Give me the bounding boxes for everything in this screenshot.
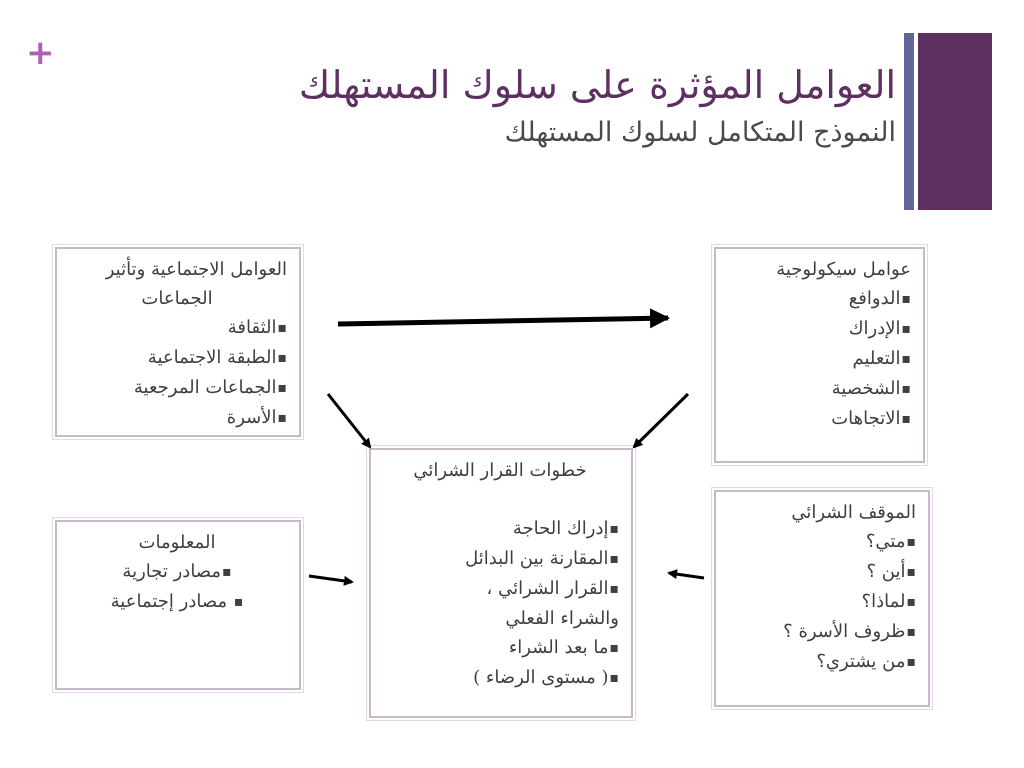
purchase-situation-item: أين ؟ — [726, 557, 916, 587]
decision-step-continuation: والشراء الفعلي — [505, 608, 619, 629]
purchase-situation-heading: الموقف الشرائي — [791, 502, 916, 523]
accent-bar-thin — [904, 33, 914, 210]
arrow-social-to-psych — [337, 308, 670, 329]
slide-title: العوامل المؤثرة على سلوك المستهلك — [298, 63, 896, 107]
psychological-factor-item: الإدراك — [726, 314, 911, 344]
plus-icon: + — [26, 33, 55, 73]
psychological-factor-item: الشخصية — [726, 374, 911, 404]
purchase-situation-item: متي؟ — [726, 527, 916, 557]
information-item: مصادر تجارية — [67, 557, 287, 587]
arrow-psych-to-decision — [632, 392, 690, 449]
social-factor-item: الجماعات المرجعية — [67, 373, 287, 403]
social-factors-heading-line1: العوامل الاجتماعية وتأثير — [105, 259, 287, 280]
information-box: المعلومات مصادر تجارية مصادر إجتماعية — [52, 517, 304, 693]
decision-step-item: القرار الشرائي ، — [381, 574, 619, 604]
decision-step-item: ما بعد الشراء — [381, 633, 619, 663]
psychological-factor-item: الدوافع — [726, 284, 911, 314]
purchase-situation-item: لماذا؟ — [726, 587, 916, 617]
accent-bar-thick — [918, 33, 992, 210]
psychological-factors-box: عوامل سيكولوجية الدوافع الإدراك التعليم … — [711, 244, 928, 466]
purchase-situation-item: من يشتري؟ — [726, 647, 916, 677]
decision-step-item: إدراك الحاجة — [381, 514, 619, 544]
purchase-situation-box: الموقف الشرائي متي؟ أين ؟ لماذا؟ ظروف ال… — [711, 487, 933, 710]
social-factor-item: الأسرة — [67, 403, 287, 433]
social-factors-box: العوامل الاجتماعية وتأثير الجماعات الثقا… — [52, 244, 304, 440]
decision-step-item: ( مستوى الرضاء ) — [381, 663, 619, 693]
arrow-info-to-decision — [308, 574, 354, 586]
slide-subtitle: النموذج المتكامل لسلوك المستهلك — [504, 117, 896, 148]
social-factor-item: الثقافة — [67, 313, 287, 343]
psychological-factors-heading: عوامل سيكولوجية — [776, 259, 911, 280]
psychological-factor-item: الاتجاهات — [726, 404, 911, 434]
purchase-situation-item: ظروف الأسرة ؟ — [726, 617, 916, 647]
social-factor-item: الطبقة الاجتماعية — [67, 343, 287, 373]
information-heading: المعلومات — [138, 532, 216, 553]
arrow-purchase-to-decision — [667, 569, 705, 580]
decision-steps-box: خطوات القرار الشرائي إدراك الحاجة المقار… — [366, 445, 636, 721]
arrow-social-to-decision — [326, 393, 372, 449]
decision-step-item: المقارنة بين البدائل — [381, 544, 619, 574]
decision-steps-heading: خطوات القرار الشرائي — [413, 460, 587, 481]
information-item: مصادر إجتماعية — [67, 587, 287, 617]
social-factors-heading-line2: الجماعات — [141, 288, 213, 309]
psychological-factor-item: التعليم — [726, 344, 911, 374]
